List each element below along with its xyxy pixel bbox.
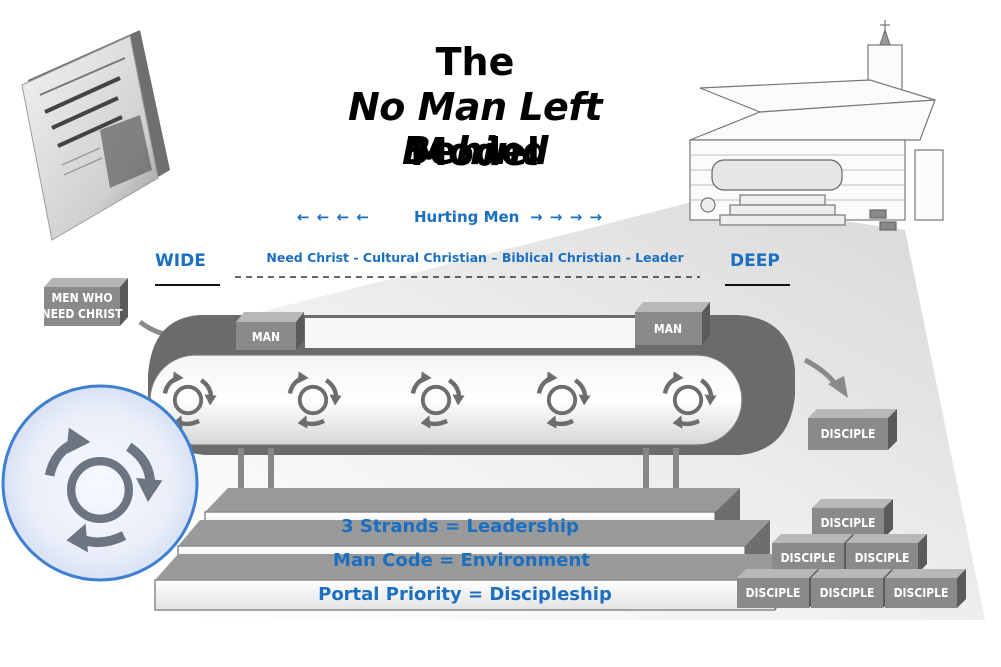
disciple-box: DISCIPLE (812, 499, 893, 538)
disciple-box: DISCIPLE (846, 534, 927, 573)
disciple-box: DISCIPLE (808, 409, 897, 450)
disciple-label: DISCIPLE (821, 427, 876, 441)
magnifier-circle (1, 384, 199, 582)
input-box-line1: MEN WHO (51, 291, 112, 305)
spectrum-stages: Need Christ - Cultural Christian – Bibli… (266, 250, 684, 265)
step-label-2: Man Code = Environment (333, 550, 590, 571)
deep-label: DEEP (730, 251, 780, 271)
man-box-right (635, 302, 710, 345)
disciple-box: DISCIPLE (811, 569, 892, 608)
wide-label: WIDE (155, 251, 206, 271)
title-line-2: No Man Left Behind (347, 85, 603, 173)
title-line-3: Model (410, 130, 540, 174)
cycle-arrows-icon (162, 371, 217, 429)
disciple-label: DISCIPLE (821, 516, 876, 530)
conveyor-belt (148, 315, 795, 488)
man-box-right-label: MAN (654, 322, 682, 336)
cycle-arrows-icon (410, 371, 465, 429)
cycle-arrows-icon (44, 427, 163, 553)
belt-cycle-icons (162, 371, 717, 429)
left-arrows: ← ← ← ← (297, 208, 370, 226)
input-box (44, 278, 128, 326)
church-image (689, 20, 944, 231)
disciple-label: DISCIPLE (781, 551, 836, 565)
disciple-label: DISCIPLE (820, 586, 875, 600)
steps-base (154, 488, 800, 611)
input-box-line2: NEED CHRIST (42, 307, 124, 321)
disciple-box: DISCIPLE (885, 569, 966, 608)
disciple-boxes: DISCIPLE DISCIPLE DISCIPLE DISCIPLE DISCIPLE… (737, 409, 966, 608)
disciple-box: DISCIPLE (772, 534, 853, 573)
hurting-men-label: Hurting Men (414, 208, 520, 226)
right-arrows: → → → → (530, 208, 603, 226)
title-line-1: The (435, 40, 515, 84)
man-box-left-label: MAN (252, 330, 280, 344)
step-label-1: 3 Strands = Leadership (341, 516, 579, 537)
step-label-3: Portal Priority = Discipleship (318, 584, 612, 605)
disciple-label: DISCIPLE (894, 586, 949, 600)
cycle-arrows-icon (662, 371, 717, 429)
cycle-arrows-icon (287, 371, 342, 429)
book-image (21, 30, 170, 241)
disciple-label: DISCIPLE (746, 586, 801, 600)
disciple-label: DISCIPLE (855, 551, 910, 565)
man-box-left (236, 312, 304, 350)
cycle-arrows-icon (536, 371, 591, 429)
